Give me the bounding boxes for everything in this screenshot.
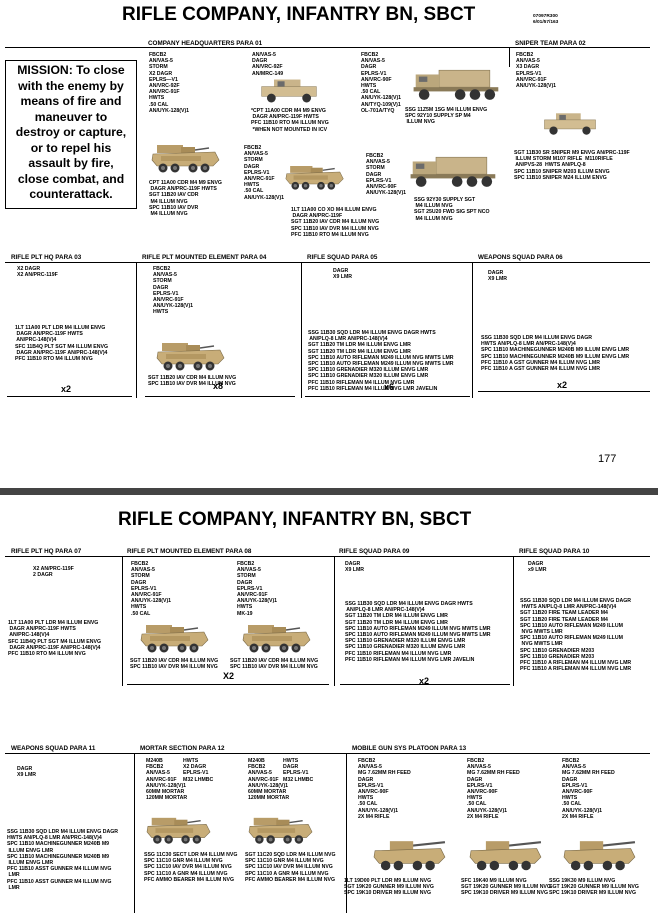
para06-equipment: DAGR X9 LMR (488, 270, 507, 282)
para13-equipment-3: FBCB2 AN/VAS-5 MG 7.62MM RH FEED DAGR EP… (562, 758, 615, 820)
section-header-sniper: SNIPER TEAM PARA 02 (515, 40, 586, 47)
para06-personnel: SSG 11B30 SQD LDR M4 ILLUM ENVG DAGR HWT… (481, 335, 629, 372)
page-divider (0, 488, 658, 495)
sniper-equipment: FBCB2 AN/VAS-5 X3 DAGR EPLRS-V1 AN/VRC-9… (516, 52, 556, 89)
para08-equipment-1: FBCB2 AN/VAS-5 STORM DAGR EPLRS-V1 AN/VR… (131, 561, 171, 617)
para03-personnel: 1LT 11A00 PLT LDR M4 ILLUM ENVG DAGR AN/… (15, 325, 108, 362)
para08-multiplier: X2 (223, 671, 234, 681)
supply-truck-icon (405, 153, 503, 189)
doc-code: 07097R300 6/01/57/163 (533, 14, 558, 25)
para13-personnel-1: 1LT 19D00 PLT LDR M9 ILLUM NVG SGT 19K20… (344, 878, 434, 897)
sniper-hmmwv-icon (538, 110, 602, 138)
section-header-para06: WEAPONS SQUAD PARA 06 (478, 254, 563, 261)
hmmwv-vehicle-icon (255, 76, 323, 106)
cargo-truck-icon (408, 66, 506, 102)
para08-stryker-icon-1 (140, 622, 210, 656)
hq-equipment-1: FBCB2 AN/VAS-5 STORM X2 DAGR EPLRS—V1 AN… (149, 52, 189, 114)
page-title: RIFLE COMPANY, INFANTRY BN, SBCT (122, 4, 475, 26)
para11-equipment: DAGR X9 LMR (17, 766, 36, 778)
para08-personnel-1: SGT 11B20 IAV CDR M4 ILLUM NVG SPC 11B10… (130, 658, 218, 670)
para13-equipment-1: FBCB2 AN/VAS-5 MG 7.62MM RH FEED DAGR EP… (358, 758, 411, 820)
para06-multiplier: x2 (557, 380, 567, 390)
mortar-carrier-icon-1 (145, 815, 213, 847)
para07-equipment: X2 AN/PRC-119F 2 DAGR (33, 566, 74, 578)
para08-personnel-2: SGT 11B20 IAV CDR M4 ILLUM NVG SPC 11B10… (230, 658, 318, 670)
para10-personnel: SSG 11B30 SQD LDR M4 ILLUM ENVG DAGR HWT… (520, 598, 631, 672)
stryker-xo-icon (285, 163, 345, 193)
para11-personnel: SSG 11B30 SQD LDR M4 ILLUM ENVG DAGR HWT… (7, 829, 118, 891)
section-header-para13: MOBILE GUN SYS PLATOON PARA 13 (352, 745, 466, 752)
hq-personnel-3: SSG 11Z5M 1SG M4 ILLUM ENVG SPC 92Y10 SU… (405, 107, 487, 126)
para03-multiplier: x2 (61, 384, 71, 394)
section-header-para12: MORTAR SECTION PARA 12 (140, 745, 225, 752)
mortar-carrier-icon-2 (247, 815, 315, 847)
mgs-vehicle-icon-2 (468, 838, 544, 874)
section-header-para09: RIFLE SQUAD PARA 09 (339, 548, 409, 555)
hq-personnel-5: SSG 92Y30 SUPPLY SGT M4 ILLUM NVG SGT 25… (414, 197, 490, 222)
para09-multiplier: x2 (419, 676, 429, 686)
page-title-2: RIFLE COMPANY, INFANTRY BN, SBCT (118, 509, 471, 531)
para07-personnel: 1LT 11A00 PLT LDR M4 ILLUM ENVG DAGR AN/… (8, 620, 101, 657)
mgs-vehicle-icon-3 (562, 838, 638, 874)
para08-stryker-icon-2 (242, 622, 312, 656)
para12-equipment-1a: M240B FBCB2 AN/VAS-5 AN/VRC-91F AN/UYK-1… (146, 758, 187, 801)
section-header-para11: WEAPONS SQUAD PARA 11 (11, 745, 95, 752)
para13-equipment-2: FBCB2 AN/VAS-5 MG 7.62MM RH FEED DAGR EP… (467, 758, 520, 820)
section-header-para08: RIFLE PLT MOUNTED ELEMENT PARA 08 (127, 548, 251, 555)
hq-personnel-2: *CPT 11A00 CDR M4 M9 ENVG DAGR AN/PRC-11… (251, 108, 329, 133)
section-header-hq: COMPANY HEADQUARTERS PARA 01 (148, 40, 262, 47)
para03-equipment: X2 DAGR X2 AN/PRC-119F (17, 266, 58, 278)
para04-multiplier: x8 (213, 381, 223, 391)
section-header-para10: RIFLE SQUAD PARA 10 (519, 548, 589, 555)
para05-multiplier: x6 (384, 382, 394, 392)
para12-personnel-1: SSG 11C30 SECT LDR M4 ILLUM NVG SPC 11C1… (144, 852, 237, 883)
sniper-personnel: SGT 11B30 SR SNIPER M9 ENVG AN/PRC-119F … (514, 150, 630, 181)
section-header-para04: RIFLE PLT MOUNTED ELEMENT PARA 04 (142, 254, 266, 261)
para04-stryker-icon (155, 340, 227, 374)
hq-equipment-4: FBCB2 AN/VAS-5 STORM DAGR EPLRS-V1 AN/VR… (244, 145, 284, 201)
page-number: 177 (598, 453, 616, 465)
para13-personnel-3: SSG 19K30 M9 ILLUM NVG SGT 19K20 GUNNER … (549, 878, 639, 897)
para12-equipment-2b: HWTS DAGR EPLRS-V1 M32 LHMBC (283, 758, 313, 783)
hq-equipment-5: FBCB2 AN/VAS-5 STORM DAGR EPLRS-V1 AN/VR… (366, 153, 406, 196)
para04-equipment: FBCB2 AN/VAS-5 STORM DAGR EPLRS-V1 AN/VR… (153, 266, 193, 316)
section-header-para03: RIFLE PLT HQ PARA 03 (11, 254, 81, 261)
mission-box: MISSION: To close with the enemy by mean… (5, 60, 137, 209)
mgs-vehicle-icon-1 (372, 838, 448, 874)
para13-personnel-2: SFC 19K40 M9 ILLUM NVG SGT 19K20 GUNNER … (461, 878, 551, 897)
hq-personnel-4: 1LT 11A00 CO XO M4 ILLUM ENVG DAGR AN/PR… (291, 207, 379, 238)
stryker-icv-icon (150, 142, 222, 176)
hq-personnel-1: CPT 11A00 CDR M4 M9 ENVG DAGR AN/PRC-119… (149, 180, 222, 217)
para09-personnel: SSG 11B30 SQD LDR M4 ILLUM ENVG DAGR HWT… (345, 601, 491, 663)
para08-equipment-2: FBCB2 AN/VAS-5 STORM DAGR EPLRS-V1 AN/VR… (237, 561, 277, 617)
section-header-para07: RIFLE PLT HQ PARA 07 (11, 548, 81, 555)
para09-equipment: DAGR X9 LMR (345, 561, 364, 573)
section-header-para05: RIFLE SQUAD PARA 05 (307, 254, 377, 261)
para12-equipment-1b: HWTS X2 DAGR EPLRS-V1 M32 LHMBC (183, 758, 213, 783)
para12-personnel-2: SGT 11C20 SQD LDR M4 ILLUM NVG SPC 11C10… (245, 852, 336, 883)
para05-personnel: SSG 11B30 SQD LDR M4 ILLUM ENVG DAGR HWT… (308, 330, 454, 392)
para05-equipment: DAGR X9 LMR (333, 268, 352, 280)
para10-equipment: DAGR x9 LMR (528, 561, 546, 573)
hq-equipment-3: FBCB2 AN/VAS-5 DAGR EPLRS-V1 AN/VRC-90F … (361, 52, 401, 114)
hq-equipment-2: AN/VAS-5 DAGR AN/VRC-92F AN/MRC-149 (252, 52, 283, 77)
